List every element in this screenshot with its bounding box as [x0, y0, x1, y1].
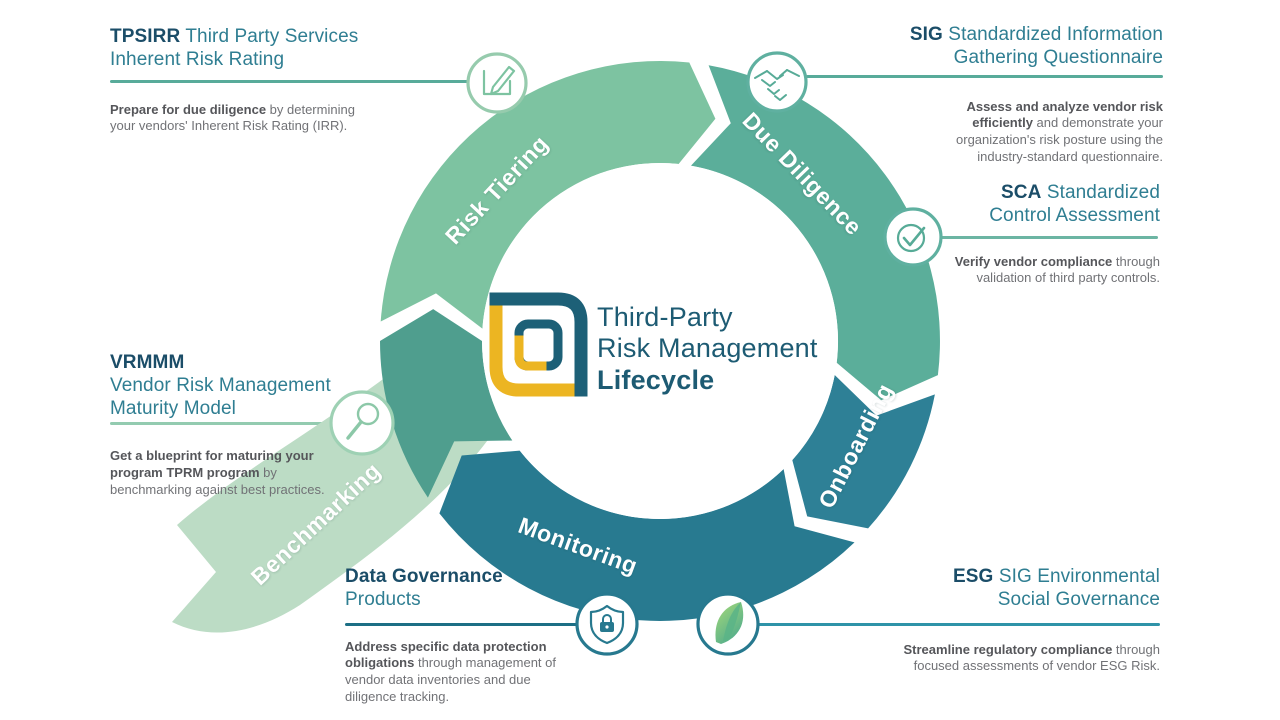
brand-logo	[489, 292, 588, 397]
diagram-title: Third-Party Risk Management Lifecycle	[597, 302, 818, 396]
tpsirr-acronym: TPSIRR	[110, 26, 181, 47]
leaf-icon	[696, 592, 760, 656]
esg-acronym: ESG	[953, 566, 994, 587]
sca-connector-line	[941, 236, 1158, 239]
onboarding-segment	[792, 375, 935, 529]
vrmmm-connector-line	[110, 422, 333, 425]
esg-heading: ESG SIG Environmental Social Governance	[930, 566, 1160, 612]
datagov-description: Address specific data protection obligat…	[345, 638, 556, 705]
sca-acronym: SCA	[1001, 182, 1042, 203]
risk-tiering-segment	[380, 60, 716, 329]
due-diligence-segment	[690, 65, 940, 401]
monitoring-tip-segment	[380, 309, 513, 498]
diagram-title-line2: Risk Management	[597, 333, 818, 364]
tpsirr-connector-line	[110, 80, 468, 83]
datagov-name: Products	[345, 588, 421, 610]
diagram-title-line3: Lifecycle	[597, 364, 715, 395]
check-circle-icon	[883, 207, 943, 267]
datagov-acronym: Data Governance	[345, 566, 503, 587]
sca-name: Standardized Control Assessment	[989, 182, 1160, 226]
tpsirr-description: Prepare for due diligence by determining…	[110, 101, 355, 134]
esg-connector-line	[757, 623, 1160, 626]
callout-esg: ESG SIG Environmental Social Governance …	[904, 566, 1161, 675]
sig-connector-line	[806, 75, 1163, 78]
datagov-connector-line	[345, 623, 578, 626]
esg-name: SIG Environmental Social Governance	[993, 566, 1160, 610]
vrmmm-acronym: VRMMM	[110, 352, 185, 373]
sig-name: Standardized Information Gathering Quest…	[942, 24, 1163, 68]
callout-sca: SCA Standardized Control Assessment Veri…	[955, 182, 1160, 287]
sca-description: Verify vendor compliance through validat…	[954, 253, 1160, 286]
sig-acronym: SIG	[909, 24, 943, 45]
shield-lock-icon	[575, 592, 639, 656]
esg-description: Streamline regulatory compliance through…	[903, 641, 1161, 674]
callout-tpsirr: TPSIRR Third Party Services Inherent Ris…	[110, 26, 360, 135]
vrmmm-description: Get a blueprint for maturing your progra…	[110, 448, 325, 498]
callout-sig: SIG Standardized Information Gathering Q…	[883, 24, 1163, 166]
handshake-icon	[746, 51, 808, 113]
pencil-edit-icon	[466, 52, 528, 114]
monitoring-segment	[439, 450, 855, 621]
tpsirr-name: Third Party Services Inherent Risk Ratin…	[110, 26, 359, 70]
tpsirr-heading: TPSIRR Third Party Services Inherent Ris…	[110, 26, 360, 72]
sig-description: Assess and analyze vendor risk efficient…	[956, 98, 1163, 165]
sig-heading: SIG Standardized Information Gathering Q…	[883, 24, 1163, 70]
vrmmm-name: Vendor Risk Management Maturity Model	[110, 374, 331, 419]
diagram-title-line1: Third-Party	[597, 302, 733, 332]
center-disc	[482, 163, 838, 519]
magnifier-icon	[329, 390, 395, 456]
sca-heading: SCA Standardized Control Assessment	[960, 182, 1160, 228]
